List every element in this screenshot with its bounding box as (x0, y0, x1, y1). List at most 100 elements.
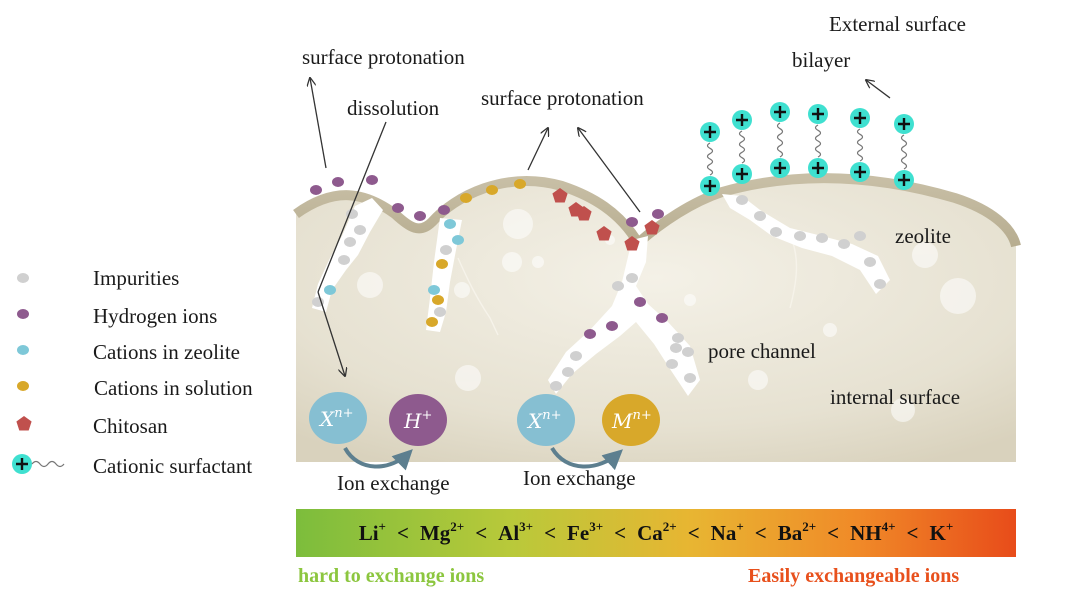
chitosan-particle (644, 220, 660, 235)
series-ion: Al3+ (498, 518, 534, 545)
impurities-particle (346, 209, 358, 219)
particles (310, 175, 886, 391)
series-ion: Fe3+ (567, 518, 604, 545)
legend-label-cations-in-solution: Cations in solution (94, 376, 253, 400)
label-pore-channel: pore channel (708, 339, 816, 363)
label-bilayer: bilayer (792, 48, 851, 72)
surfactant-tail (738, 130, 746, 164)
series-ion: Ba2+ (777, 518, 817, 545)
legend-marker-chitosan (16, 416, 32, 431)
surfactant-tail (814, 124, 822, 158)
series-separator: < (614, 520, 627, 545)
arrow-dissolution-down (317, 291, 345, 376)
hydrogen-ions-particle (652, 209, 664, 219)
ion-xn-1-label: Xn+ (318, 406, 354, 431)
surfactant-tail (900, 134, 908, 170)
hydrogen-ions-particle (332, 177, 344, 187)
surfactant-head (700, 122, 720, 142)
legend-marker-impurities (17, 273, 29, 283)
impurities-particle (570, 351, 582, 361)
surfactant-head (894, 170, 914, 190)
surfactant-tail (776, 122, 784, 158)
ion-xn-2-label: Xn+ (526, 408, 562, 433)
series-separator: < (754, 520, 767, 545)
hydrogen-ions-particle (584, 329, 596, 339)
hydrogen-ions-particle (310, 185, 322, 195)
ion-xn-1 (309, 392, 367, 444)
label-surface-protonation-center: surface protonation (481, 86, 644, 110)
cations-in-zeolite-particle (324, 285, 336, 295)
legend-marker-cations-in-solution (17, 381, 29, 391)
series-separator: < (906, 520, 919, 545)
cations-in-solution-particle (432, 295, 444, 305)
series-ion: K+ (929, 518, 954, 545)
pore-channel-left (312, 198, 383, 312)
legend-label-cationic-surfactant: Cationic surfactant (93, 454, 253, 478)
legend-label-chitosan: Chitosan (93, 414, 168, 438)
impurities-particle (682, 347, 694, 357)
hydrogen-ions-particle (634, 297, 646, 307)
legend-label-hydrogen-ions: Hydrogen ions (93, 304, 218, 328)
zeolite-texture (357, 209, 976, 422)
chitosan-particles (552, 188, 660, 251)
series-ion: Mg2+ (419, 518, 465, 545)
surfactant-head (732, 110, 752, 130)
chitosan-particle (624, 236, 640, 251)
cations-in-solution-particle (486, 185, 498, 195)
pore-channel-center (548, 236, 700, 396)
chitosan-particle (576, 206, 592, 221)
ion-xn-2 (517, 394, 575, 446)
ion-h-1-label: H+ (403, 408, 432, 433)
series-separator: < (396, 520, 409, 545)
surfactant-head (770, 102, 790, 122)
surfactant-head (732, 164, 752, 184)
impurities-particle (670, 343, 682, 353)
surfactant-tail (706, 142, 714, 176)
hard-to-exchange-label: hard to exchange ions (298, 565, 485, 587)
impurities-particle (672, 333, 684, 343)
ion-exchange-label-2: Ion exchange (523, 466, 636, 490)
series-separator: < (827, 520, 840, 545)
hydrogen-ions-particle (656, 313, 668, 323)
ion-mn-2-label: Mn+ (611, 408, 652, 433)
impurities-particle (338, 255, 350, 265)
exchangeability-scale-bar: Li+<Mg2+<Al3+<Fe3+<Ca2+<Na+<Ba2+<NH4+<K+ (296, 509, 1016, 557)
impurities-particle (854, 231, 866, 241)
impurities-particle (562, 367, 574, 377)
surfactant-head (808, 104, 828, 124)
cations-in-zeolite-particle (452, 235, 464, 245)
impurities-particle (626, 273, 638, 283)
arrow-surface-protonation-center-b (578, 128, 641, 213)
series-ion: Li+ (358, 518, 386, 545)
impurities-particle (550, 381, 562, 391)
label-external-surface: External surface (829, 12, 967, 36)
surfactant-bilayer (700, 102, 914, 196)
chitosan-particle (552, 188, 568, 203)
hydrogen-ions-particle (414, 211, 426, 221)
arrow-bilayer (866, 80, 891, 99)
series-separator: < (544, 520, 557, 545)
cations-in-solution-particle (460, 193, 472, 203)
label-zeolite: zeolite (895, 224, 951, 248)
ion-h-1 (389, 394, 447, 446)
cations-in-zeolite-particle (428, 285, 440, 295)
easily-exchangeable-label: Easily exchangeable ions (748, 565, 960, 587)
impurities-particle (874, 279, 886, 289)
impurities-particle (770, 227, 782, 237)
surfactant-head (894, 114, 914, 134)
impurities-particle (666, 359, 678, 369)
series-ion: Ca2+ (637, 518, 677, 545)
label-dissolution: dissolution (347, 96, 440, 120)
ion-exchange-1: Xn+ H+ (309, 392, 447, 471)
legend-marker-hydrogen-ions (17, 309, 29, 319)
arrow-dissolution (317, 121, 387, 293)
impurities-particle (864, 257, 876, 267)
cations-in-solution-particle (426, 317, 438, 327)
legend-markers (12, 273, 65, 474)
surfactant-tail (856, 128, 864, 162)
hydrogen-ions-particle (438, 205, 450, 215)
surfactant-head (700, 176, 720, 196)
impurities-particle (434, 307, 446, 317)
zeolite-surface-edge (293, 173, 1021, 248)
